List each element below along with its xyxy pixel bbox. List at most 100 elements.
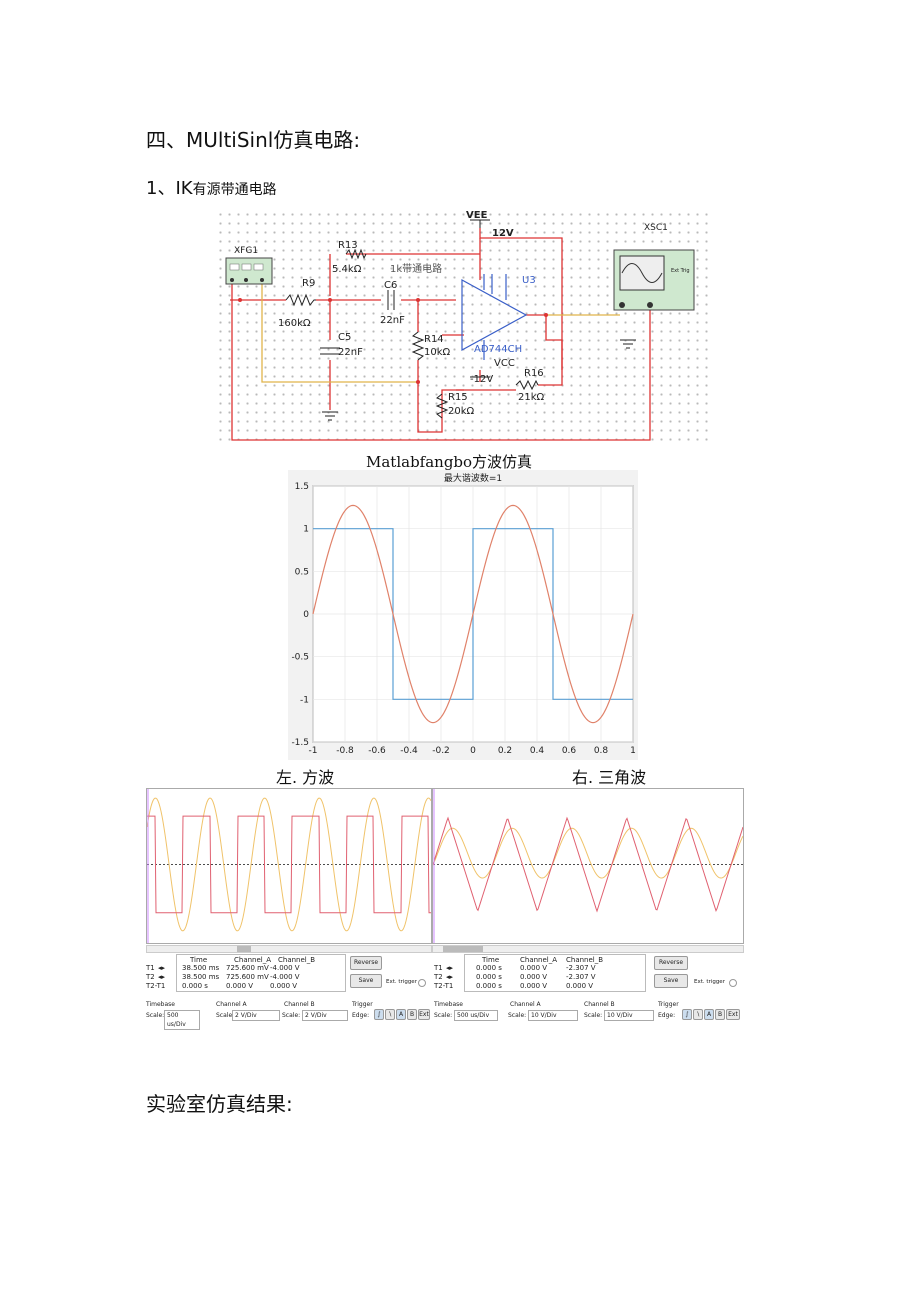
r16-value: 21kΩ [518, 392, 545, 403]
subsection-heading: 1、IK有源带通电路 [146, 174, 277, 200]
t21-label: T2-T1 [434, 982, 454, 990]
scope-right-display [432, 788, 744, 944]
save-button[interactable]: Save [654, 974, 688, 988]
vee-voltage: 12V [492, 228, 514, 239]
circuit-title: 1k带通电路 [390, 262, 442, 275]
cursor-arrows[interactable]: ◂▸◂▸ [158, 964, 166, 981]
scale-label: Scale: [282, 1012, 301, 1019]
col-channel-b: Channel_B [278, 956, 316, 964]
cell: 0.000 V [520, 982, 548, 990]
cell: 0.000 s [476, 982, 502, 990]
cell: 0.000 s [476, 973, 502, 981]
x-tick-label: 0.6 [562, 746, 577, 756]
scale-label: Scale: [584, 1012, 603, 1019]
r13-label: R13 [338, 240, 358, 251]
edge-fall-button[interactable]: ∖ [693, 1009, 703, 1020]
cell: 0.000 V [520, 973, 548, 981]
trigger-b-button[interactable]: B [715, 1009, 725, 1020]
ext-trigger-radio[interactable] [418, 979, 426, 987]
scope-right-scrollbar[interactable] [432, 945, 744, 953]
xsc-label: XSC1 [644, 223, 668, 233]
edge-fall-button[interactable]: ∖ [385, 1009, 395, 1020]
cell: 725.600 mV [226, 964, 269, 972]
xfg-label: XFG1 [234, 246, 258, 256]
r14-label: R14 [424, 334, 444, 345]
ext-trigger-label: Ext. trigger [694, 979, 725, 985]
r13-value: 5.4kΩ [332, 264, 362, 275]
subsection-number: 1、IK [146, 178, 193, 199]
reverse-button[interactable]: Reverse [654, 956, 688, 970]
cell: 0.000 V [270, 982, 298, 990]
trigger-a-button[interactable]: A [704, 1009, 714, 1020]
section-heading: 四、MUltiSinl仿真电路: [146, 128, 361, 152]
scale-label: Scale: [146, 1012, 165, 1019]
r9-label: R9 [302, 278, 315, 289]
trigger-ext-button[interactable]: Ext [726, 1009, 740, 1020]
t21-label: T2-T1 [146, 982, 166, 990]
edge-rise-button[interactable]: ∫ [682, 1009, 692, 1020]
y-tick-label: -0.5 [291, 653, 309, 663]
circuit-schematic: VEE 12V XSC1 XFG1 R13 5.4kΩ 1k带通电路 U3 R9… [216, 210, 712, 442]
ext-trigger-radio[interactable] [729, 979, 737, 987]
trigger-b-button[interactable]: B [407, 1009, 417, 1020]
u3-label: U3 [522, 275, 536, 286]
x-tick-label: -0.2 [432, 746, 450, 756]
c5-label: C5 [338, 332, 351, 343]
col-time: Time [190, 956, 208, 964]
x-tick-label: -0.4 [400, 746, 418, 756]
x-tick-label: 0.2 [498, 746, 512, 756]
trigger-label: Trigger [352, 1001, 373, 1008]
channel-b-scale-field[interactable]: 10 V/Div [604, 1010, 654, 1021]
x-tick-label: 1 [630, 746, 636, 756]
scope-left: T1 T2 T2-T1 ◂▸◂▸ Time Channel_A Channel_… [146, 788, 432, 1030]
scale-label: Scale: [216, 1012, 235, 1019]
trigger-a-button[interactable]: A [396, 1009, 406, 1020]
c6-value: 22nF [380, 315, 405, 326]
lab-results-heading: 实验室仿真结果: [146, 1092, 293, 1116]
x-tick-label: 0 [470, 746, 476, 756]
scope-left-scrollbar[interactable] [146, 945, 432, 953]
c6-label: C6 [384, 280, 397, 291]
scope-right: T1 T2 T2-T1 ◂▸◂▸ Time Channel_A Channel_… [432, 788, 744, 1024]
col-time: Time [482, 956, 500, 964]
right-label: 右. 三角波 [572, 768, 647, 787]
trigger-ext-button[interactable]: Ext [418, 1009, 430, 1020]
r15-label: R15 [448, 392, 468, 403]
sine-fundamental-series [312, 504, 634, 724]
y-tick-label: -1.5 [291, 738, 309, 748]
save-button[interactable]: Save [350, 974, 382, 988]
chart-title: 最大谐波数=1 [444, 472, 502, 484]
timebase-scale-field[interactable]: 500 us/Div [454, 1010, 498, 1021]
cell: 0.000 V [520, 964, 548, 972]
r14-value: 10kΩ [424, 347, 451, 358]
left-label: 左. 方波 [276, 768, 335, 787]
cell: 0.000 V [566, 982, 594, 990]
x-tick-label: -0.8 [336, 746, 354, 756]
t2-label: T2 [146, 973, 155, 981]
channel-a-scale-field[interactable]: 10 V/Div [528, 1010, 578, 1021]
channel-b-scale-field[interactable]: 2 V/Div [302, 1010, 348, 1021]
cell: 38.500 ms [182, 973, 220, 981]
edge-rise-button[interactable]: ∫ [374, 1009, 384, 1020]
channel-a-label: Channel A [216, 1001, 247, 1008]
y-tick-label: 0.5 [295, 567, 309, 577]
channel-a-scale-field[interactable]: 2 V/Div [232, 1010, 280, 1021]
channel-a-label: Channel A [510, 1001, 541, 1008]
scale-label: Scale: [434, 1012, 453, 1019]
timebase-scale-field[interactable]: 500 us/Div [164, 1010, 200, 1030]
channel-b-label: Channel B [284, 1001, 315, 1008]
channel-a-trace [433, 827, 743, 879]
x-tick-label: -1 [309, 746, 318, 756]
y-tick-label: -1 [300, 695, 309, 705]
cell: -2.307 V [566, 973, 596, 981]
r9-value: 160kΩ [278, 318, 311, 329]
cursor-arrows[interactable]: ◂▸◂▸ [446, 964, 454, 981]
y-tick-label: 1.5 [295, 482, 309, 492]
matlab-caption: Matlabfangbo方波仿真 [366, 453, 533, 471]
col-channel-a: Channel_A [234, 956, 272, 964]
x-tick-label: 0.8 [594, 746, 609, 756]
reverse-button[interactable]: Reverse [350, 956, 382, 970]
c5-value: 22nF [338, 347, 363, 358]
y-tick-label: 1 [303, 525, 309, 535]
